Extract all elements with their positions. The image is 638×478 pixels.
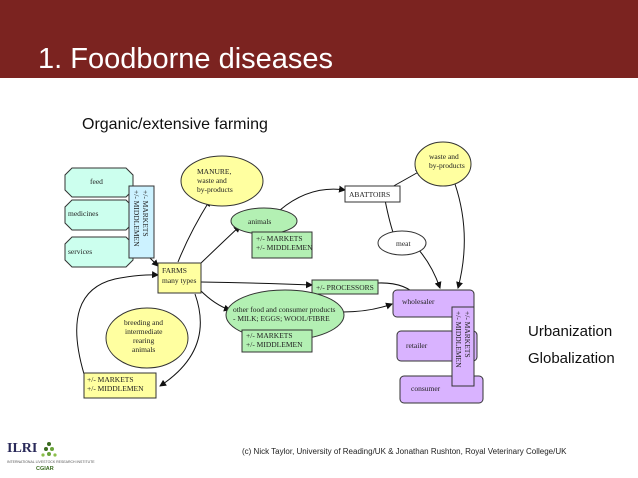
medicines-node bbox=[64, 199, 134, 231]
wholesaler-label: wholesaler bbox=[402, 297, 435, 306]
feed-label: feed bbox=[90, 177, 103, 186]
services-label: services bbox=[68, 247, 92, 256]
waste-label-1: waste and bbox=[429, 152, 459, 161]
markets-box-4 bbox=[83, 372, 157, 399]
arrow-farms-to-processors bbox=[200, 281, 313, 289]
title-bar bbox=[0, 0, 638, 78]
farms-node bbox=[157, 262, 202, 294]
ilri-logo-subtitle: INTERNATIONAL LIVESTOCK RESEARCH INSTITU… bbox=[7, 460, 95, 464]
markets-box-3 bbox=[241, 329, 313, 353]
processors-label: +/- PROCESSORS bbox=[316, 283, 374, 292]
animals-label: animals bbox=[248, 217, 271, 226]
manure-label-2: waste and bbox=[197, 176, 227, 185]
globalization-label: Globalization bbox=[528, 350, 615, 367]
arrow-other-to-wholesaler bbox=[342, 302, 393, 313]
farms-label: FARMS bbox=[162, 266, 187, 275]
cgiar-logo-mark bbox=[41, 442, 57, 457]
middlemen-vertical-label-2: +/- MIDDLEMEN bbox=[454, 311, 463, 368]
meat-label: meat bbox=[396, 239, 411, 248]
cgiar-logo: CGIAR bbox=[36, 466, 54, 472]
manure-label-3: by-products bbox=[197, 185, 233, 194]
retailer-label: retailer bbox=[406, 341, 428, 350]
meat-node bbox=[377, 230, 427, 256]
urbanization-label: Urbanization bbox=[528, 323, 613, 340]
markets-vertical-label-1: +/- MARKETS bbox=[141, 190, 150, 237]
breeding-label-2: intermediate bbox=[125, 327, 163, 336]
other-products-label-2: - MILK; EGGS; WOOL/FIBRE bbox=[233, 314, 330, 323]
arrow-farms-to-markets-loop bbox=[159, 293, 201, 387]
page-title: 1. Foodborne diseases bbox=[38, 43, 334, 75]
arrow-farms-to-other bbox=[199, 289, 231, 312]
other-products-label-1: other food and consumer products bbox=[233, 305, 336, 314]
services-node bbox=[64, 236, 134, 268]
breeding-label-4: animals bbox=[132, 345, 155, 354]
arrow-farms-to-animals bbox=[199, 225, 241, 265]
markets-box-2 bbox=[251, 231, 313, 259]
markets-vertical-label-2: +/- MARKETS bbox=[463, 311, 472, 358]
manure-label-1: MANURE, bbox=[197, 167, 232, 176]
waste-label-2: by-products bbox=[429, 161, 465, 170]
feed-node bbox=[64, 167, 134, 198]
middlemen-vertical-label-1: +/- MIDDLEMEN bbox=[132, 190, 141, 247]
arrow-markets-to-farms bbox=[76, 271, 159, 375]
abattoirs-label: ABATTOIRS bbox=[349, 190, 390, 199]
arrow-meat-to-wholesaler bbox=[417, 248, 442, 289]
breeding-node bbox=[105, 307, 189, 369]
abattoirs-node bbox=[344, 185, 401, 203]
farms-sub-label: many types bbox=[162, 276, 196, 285]
markets-label-2: +/- MARKETS bbox=[256, 234, 303, 243]
consumer-label: consumer bbox=[411, 384, 441, 393]
credit-line: (c) Nick Taylor, University of Reading/U… bbox=[242, 447, 567, 456]
breeding-label-1: breeding and bbox=[124, 318, 163, 327]
processors-node bbox=[311, 279, 379, 295]
middlemen-label-2: +/- MIDDLEMEN bbox=[256, 243, 313, 252]
medicines-label: medicines bbox=[68, 209, 98, 218]
markets-vertical-box-2 bbox=[451, 306, 475, 387]
arrow-waste-to-wholesaler bbox=[454, 183, 465, 289]
markets-label-4: +/- MARKETS bbox=[87, 375, 134, 384]
ilri-logo: ILRI bbox=[7, 441, 38, 456]
subtitle: Organic/extensive farming bbox=[82, 116, 268, 133]
middlemen-label-4: +/- MIDDLEMEN bbox=[87, 384, 144, 393]
waste-node bbox=[414, 141, 472, 187]
manure-node bbox=[180, 155, 264, 207]
markets-vertical-box-1 bbox=[128, 185, 155, 259]
arrow-animals-to-abattoirs bbox=[279, 185, 346, 211]
breeding-label-3: rearing bbox=[133, 336, 154, 345]
arrow-farms-to-manure bbox=[177, 199, 211, 263]
markets-label-3: +/- MARKETS bbox=[246, 331, 293, 340]
middlemen-label-3: +/- MIDDLEMEN bbox=[246, 340, 303, 349]
